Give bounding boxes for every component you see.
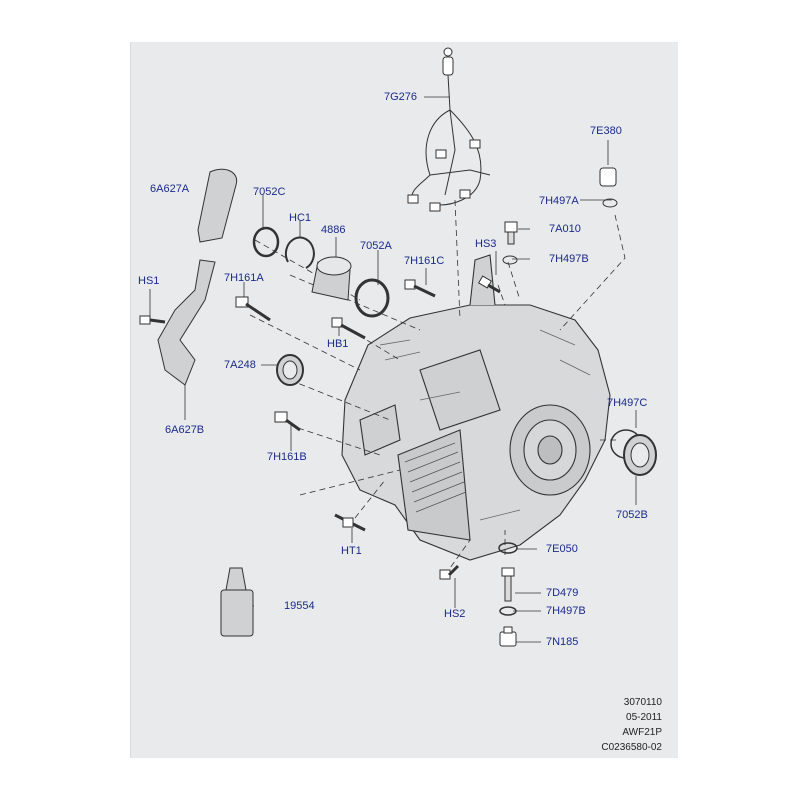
seal-7H497B-top: [502, 255, 518, 265]
label-7N185[interactable]: 7N185: [546, 636, 579, 648]
seal-7052B: [623, 434, 657, 476]
bolt-HB1: [331, 317, 366, 340]
bolt-7A010: [504, 221, 518, 245]
plug-7D479: [501, 567, 515, 602]
stud-HT1: [334, 513, 366, 532]
sleeve-4886: [311, 256, 352, 301]
label-7052C[interactable]: 7052C: [253, 186, 286, 198]
label-7H497B-bottom[interactable]: 7H497B: [546, 605, 586, 617]
bolt-7H161A: [235, 296, 271, 322]
label-7052B[interactable]: 7052B: [616, 509, 648, 521]
label-19554[interactable]: 19554: [284, 600, 315, 612]
bolt-HS1: [139, 315, 166, 325]
label-4886[interactable]: 4886: [321, 224, 346, 236]
diagram-number: 3070110: [623, 697, 662, 708]
transmission-housing: [341, 254, 611, 561]
label-7E380[interactable]: 7E380: [590, 125, 622, 137]
plug-7N185: [499, 626, 517, 647]
heat-shield-6A627A: [197, 168, 238, 243]
label-7H161B[interactable]: 7H161B: [267, 451, 307, 463]
label-7H497C[interactable]: 7H497C: [607, 397, 648, 409]
parts: [139, 47, 657, 647]
seal-7052C: [252, 226, 280, 258]
sealant-bottle-19554: [220, 567, 254, 637]
bolt-7H161B: [274, 411, 301, 432]
plug-7E380: [599, 167, 617, 187]
label-7D479[interactable]: 7D479: [546, 587, 579, 599]
label-7A010[interactable]: 7A010: [549, 223, 581, 235]
label-7A248[interactable]: 7A248: [224, 359, 256, 371]
label-7G276[interactable]: 7G276: [384, 91, 418, 103]
label-7H497B-top[interactable]: 7H497B: [549, 253, 589, 265]
label-6A627B[interactable]: 6A627B: [165, 424, 205, 436]
label-HB1[interactable]: HB1: [327, 338, 349, 350]
seal-7H497A: [602, 198, 618, 208]
label-HS2[interactable]: HS2: [444, 608, 466, 620]
label-HS1[interactable]: HS1: [138, 275, 160, 287]
label-7H497A[interactable]: 7H497A: [539, 195, 579, 207]
diagram-reference: C0236580-02: [601, 742, 662, 753]
label-7H161A[interactable]: 7H161A: [224, 272, 264, 284]
seal-7E050: [498, 542, 518, 554]
diagram-date: 05-2011: [626, 712, 662, 723]
seal-7H497B-bottom: [499, 606, 517, 616]
seal-7A248: [276, 354, 304, 386]
diagram-code: AWF21P: [622, 727, 662, 738]
wiring-harness-7G276: [407, 47, 491, 212]
label-HT1[interactable]: HT1: [341, 545, 362, 557]
bolt-HS3: [477, 275, 501, 294]
label-HS3[interactable]: HS3: [475, 238, 497, 250]
label-7H161C[interactable]: 7H161C: [404, 255, 445, 267]
seal-7052A: [354, 278, 390, 318]
bracket-6A627B: [157, 259, 216, 386]
bolt-7H161C: [404, 279, 436, 298]
clip-HC1: [284, 236, 315, 269]
label-6A627A[interactable]: 6A627A: [150, 183, 190, 195]
label-7052A[interactable]: 7052A: [360, 240, 392, 252]
label-7E050[interactable]: 7E050: [546, 543, 578, 555]
label-HC1[interactable]: HC1: [289, 212, 312, 224]
bolt-HS2: [439, 564, 460, 580]
